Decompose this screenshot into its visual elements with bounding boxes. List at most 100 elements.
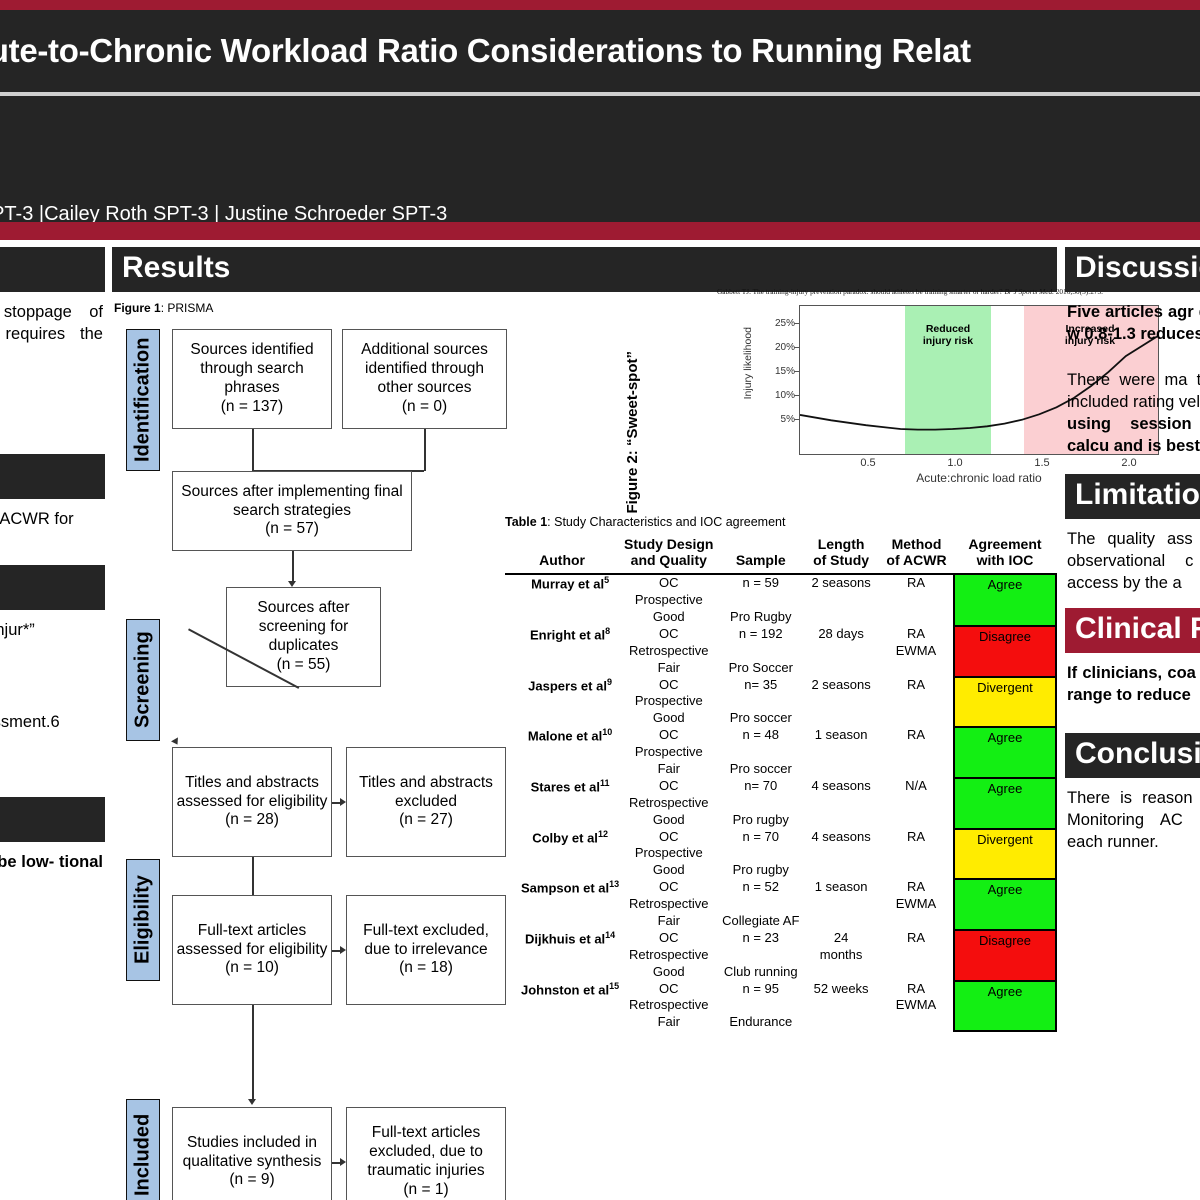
- prisma-phase-identification: Identification: [126, 329, 160, 471]
- cell-sample: n = 95 Endurance: [729, 980, 793, 1030]
- ytick-mark-10: [794, 395, 800, 397]
- injury-risk-curve: [800, 335, 1157, 431]
- cell-author: Murray et al5: [531, 575, 610, 592]
- xtick-2-0: 2.0: [1121, 457, 1137, 469]
- col-header-sample: Sample: [718, 533, 803, 571]
- prisma-box-titles-excluded: Titles and abstracts excluded(n = 27): [346, 747, 506, 857]
- spacer-r1: [1065, 346, 1200, 360]
- col-header-design: Study Design and Quality: [619, 533, 718, 571]
- limitations-heading: Limitation: [1065, 473, 1200, 519]
- danger-zone-line2: Increased: [1065, 323, 1115, 335]
- col-header-agreement-l1: Agreement: [968, 536, 1042, 552]
- col-header-agreement: Agreement with IOC: [954, 533, 1056, 571]
- spacer-3: [0, 642, 105, 656]
- figure2-label-rest: : “Sweet-spot”: [624, 351, 641, 456]
- spacer-4: [0, 688, 105, 702]
- ytick-25: 25%: [774, 318, 795, 329]
- prisma-phase-included: Included: [126, 1099, 160, 1200]
- table1-caption-text: : Study Characteristics and IOC agreemen…: [547, 515, 786, 529]
- connector-8: [332, 950, 342, 952]
- chart-ylabel: Injury likelihood: [742, 327, 754, 400]
- cell-length: 4 seasons: [811, 777, 871, 793]
- methods-text-4: R agreement 1): [0, 758, 103, 780]
- clinical-relevance-text: If clinicians, coa into their traini ran…: [1067, 664, 1200, 705]
- cell-length: 28 days: [818, 625, 864, 641]
- cell-author: Malone et al10: [527, 727, 613, 744]
- author-banner: T-3 | Colton Johnson SPT-3 |Cailey Roth …: [0, 96, 1200, 298]
- connector-2: [424, 429, 426, 471]
- status-badge-agreement: Disagree: [952, 928, 1058, 982]
- col-header-author-l1: Author: [539, 552, 586, 569]
- cell-method: RA: [906, 676, 926, 692]
- arrow-down-2: [171, 737, 181, 747]
- ytick-mark-20: [794, 347, 800, 349]
- ytick-20: 20%: [774, 342, 795, 353]
- methods-text-2: ry sible: [0, 666, 103, 688]
- prisma-flowchart: Identification Screening Eligibility Inc…: [114, 319, 514, 1200]
- ytick-15: 15%: [774, 366, 795, 377]
- prisma-box-sources-identified: Sources identified through search phrase…: [172, 329, 332, 429]
- prisma-box-fulltext-assessed: Full-text articles assessed for eligibil…: [172, 895, 332, 1005]
- spacer-1: [0, 368, 105, 382]
- cell-author: Enright et al8: [530, 625, 611, 643]
- methods-text-1: PORTDiscus. “injur*”: [0, 620, 35, 639]
- status-badge-agreement: Agree: [952, 573, 1058, 627]
- cell-sample: n = 48 Pro soccer: [729, 727, 792, 776]
- chart-xlabel: Acute:chronic load ratio: [916, 471, 1042, 485]
- figure1-caption: Figure 1: PRISMA: [114, 301, 1057, 315]
- left-results-text: d 4 “fair” in to be low- tional cohort: [0, 853, 103, 872]
- title-banner: the Current Acute-to-Chronic Workload Ra…: [0, 10, 1200, 92]
- arrow-right-2: [340, 946, 346, 954]
- prisma-box-studies-included: Studies included in qualitative synthesi…: [172, 1107, 332, 1200]
- cell-sample: n = 23 Club running: [723, 929, 798, 979]
- prisma-phase-eligibility: Eligibility: [126, 859, 160, 981]
- table-header-row: Author Study Design and Quality Sample L…: [505, 533, 1056, 571]
- arrow-right-3: [340, 1158, 346, 1166]
- danger-zone-line3: injury risk: [1064, 335, 1116, 347]
- clinical-relevance-heading: Clinical Re: [1065, 608, 1200, 654]
- title-separator: [0, 92, 1200, 96]
- status-badge-agreement: Agree: [952, 726, 1058, 779]
- table-header-rule: [505, 571, 1056, 576]
- cell-length: 4 seasons: [811, 828, 871, 844]
- chart-area: 25% 20% 15% 10% 5% Injury likelihood “Sw…: [742, 305, 1159, 485]
- cell-method: N/A: [905, 777, 927, 793]
- definition-note: rage weekly: [0, 392, 103, 414]
- connector-10: [332, 1162, 342, 1164]
- col-header-design-l1: Study Design: [624, 536, 714, 552]
- sweet-spot-line3: injury risk: [922, 335, 974, 347]
- xtick-1-5: 1.5: [1034, 457, 1050, 469]
- xtick-0-5: 0.5: [860, 457, 876, 469]
- header-rule-left: [505, 571, 954, 576]
- definition-text: skeletal pain stoppage of least 7 days r…: [0, 303, 103, 343]
- connector-1: [252, 429, 254, 471]
- col-header-method: Method of ACWR: [879, 533, 954, 571]
- spacer-5: [0, 734, 105, 748]
- col-header-agreement-l2: with IOC: [976, 552, 1034, 569]
- limitations-text: The quality ass scoring cutoffs observat…: [1067, 529, 1200, 592]
- col-header-design-l2: and Quality: [630, 552, 707, 569]
- sweet-spot-line2: Reduced: [925, 323, 971, 335]
- chart-plot-area: “Sweet spot” Reduced injury risk “Danger…: [799, 305, 1159, 455]
- cell-sample: n= 70 Pro rugby: [732, 777, 789, 827]
- figure1-caption-text: : PRISMA: [160, 301, 214, 315]
- cell-author: Colby et al12: [532, 828, 608, 845]
- discussion-paragraph-2: There were ma the available re included …: [1067, 370, 1200, 411]
- prisma-box-final-search: Sources after implementing final search …: [172, 471, 412, 551]
- discussion-heading: Discussion: [1065, 247, 1200, 292]
- cell-method: RA: [906, 828, 926, 844]
- ytick-5: 5%: [780, 414, 795, 425]
- methods-text-3: essment Tool essment.6: [0, 712, 60, 731]
- citation-journal: Br J Sports Med.: [1004, 287, 1054, 296]
- connector-6: [332, 802, 342, 804]
